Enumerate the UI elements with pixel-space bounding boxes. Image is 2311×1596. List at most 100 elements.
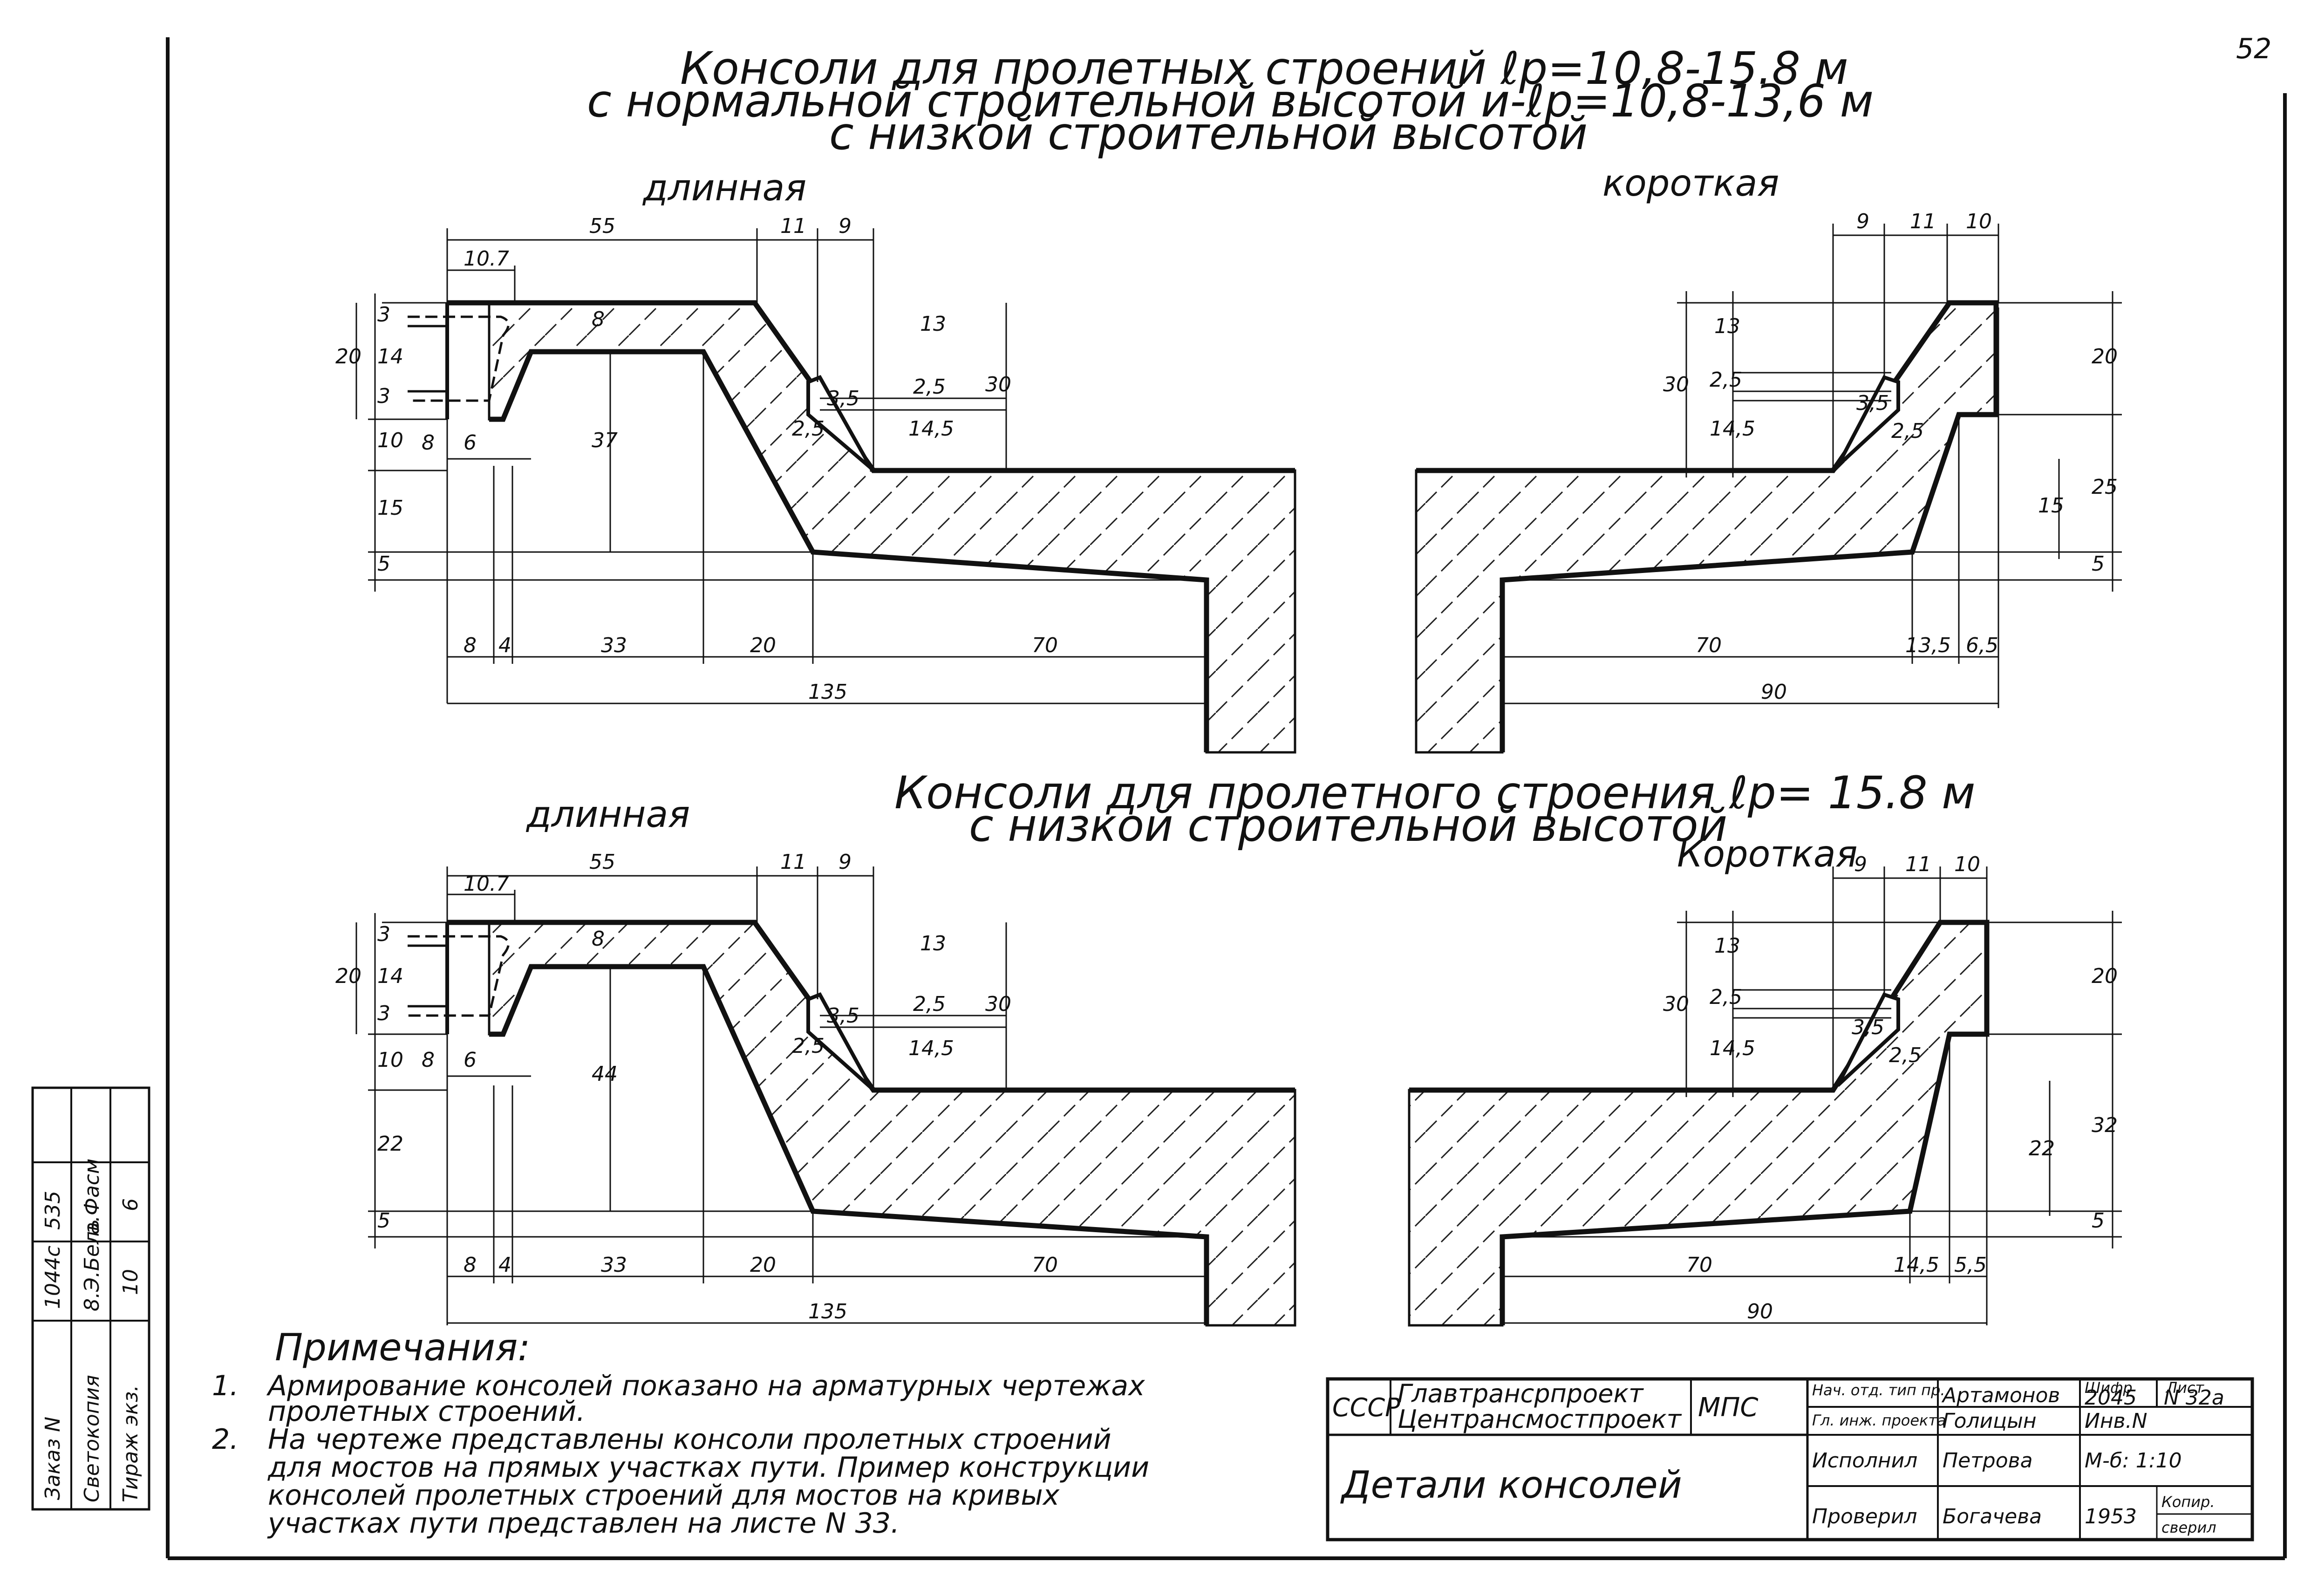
dimension-label: 30 bbox=[985, 373, 1011, 396]
dimension-label: 20 bbox=[750, 1253, 776, 1277]
sheet-frame bbox=[166, 37, 2287, 1560]
dimension-label: Лист bbox=[2166, 1379, 2204, 1397]
dimension-label: 8.Э.Бель bbox=[80, 1219, 104, 1311]
dimension-label: 10.7 bbox=[464, 872, 509, 896]
top-title-line-3: с низкой строительной высотой bbox=[829, 108, 1588, 160]
note-1-num: 1. bbox=[212, 1370, 239, 1402]
bottom-long-console bbox=[408, 920, 1296, 1327]
dimension-label: 3 bbox=[377, 922, 390, 946]
dimension-label: 5 bbox=[2092, 552, 2105, 576]
dimension-label: Тираж экз. bbox=[119, 1385, 143, 1502]
top-title-line-2: с нормальной строительной высотой и-ℓр=1… bbox=[587, 75, 1874, 127]
dimension-label: 15 bbox=[377, 496, 403, 520]
dimension-label: 3,5 bbox=[1852, 1016, 1884, 1039]
bottom-long-rebar bbox=[408, 935, 510, 1017]
dimension-label: 20 bbox=[2092, 345, 2118, 368]
dimension-label: Инв.N bbox=[2085, 1409, 2147, 1433]
note-1-line-2: пролетных строений. bbox=[268, 1395, 585, 1428]
dimension-label: 14 bbox=[377, 345, 403, 368]
bottom-title-line-1: Консоли для пролетного строения ℓр= 15.8… bbox=[894, 767, 1976, 819]
dimension-label: 14,5 bbox=[908, 1037, 954, 1060]
tb-org-1: Главтрансрпроект bbox=[1398, 1379, 1644, 1408]
dimension-label: 5 bbox=[2092, 1209, 2105, 1233]
notes-heading: Примечания: bbox=[275, 1326, 530, 1369]
dimension-label: 6,5 bbox=[1966, 634, 1998, 657]
dimension-label: Копир. bbox=[2161, 1493, 2215, 1511]
dimension-label: 8 bbox=[592, 927, 605, 951]
dimension-label: Проверил bbox=[1812, 1505, 1917, 1528]
dimension-label: 135 bbox=[808, 1300, 847, 1323]
dimension-label: 5 bbox=[377, 1209, 390, 1233]
bottom-title: Консоли для пролетного строения ℓр= 15.8… bbox=[894, 767, 1976, 852]
dimension-label: 10 bbox=[377, 429, 403, 452]
bottom-long-label: длинная bbox=[525, 794, 690, 836]
dimension-label: 13 bbox=[1714, 934, 1740, 958]
dimension-label: 33 bbox=[601, 634, 627, 657]
dimension-label: Гл. инж. проекта bbox=[1812, 1412, 1946, 1429]
dimension-label: 10.7 bbox=[464, 247, 509, 271]
top-short-dim-texts: 9 11 10 30 14,5 2,5 13 3,5 2,5 20 25 15 … bbox=[1663, 210, 2118, 704]
dimension-label: 3 bbox=[377, 1002, 390, 1025]
dimension-label: 25 bbox=[2092, 475, 2118, 499]
top-title: Консоли для пролетных строений ℓр=10,8-1… bbox=[587, 42, 1874, 160]
dimension-label: 9 bbox=[839, 214, 852, 238]
dimension-label: 32 bbox=[2092, 1113, 2118, 1137]
dimension-label: 11 bbox=[1905, 853, 1931, 876]
dimension-label: 11 bbox=[780, 214, 806, 238]
dimension-label: 20 bbox=[2092, 964, 2118, 988]
bottom-short-label: Короткая bbox=[1677, 833, 1858, 875]
dimension-label: Артамонов bbox=[1941, 1384, 2060, 1407]
dimension-label: 14,5 bbox=[1710, 417, 1755, 441]
dimension-label: 6 bbox=[464, 431, 477, 455]
tb-title: Детали консолей bbox=[1340, 1463, 1682, 1507]
dimension-label: N 32а bbox=[2164, 1386, 2224, 1410]
top-long-dimensions bbox=[355, 228, 1207, 704]
dimension-label: 22 bbox=[2029, 1137, 2055, 1160]
dimension-label: 70 bbox=[1032, 1253, 1058, 1277]
dimension-label: 5,5 bbox=[1954, 1253, 1987, 1277]
note-2-num: 2. bbox=[212, 1423, 239, 1456]
dimension-label: 8 bbox=[422, 431, 435, 455]
dimension-label: 1953 bbox=[2085, 1505, 2137, 1528]
top-long-notch bbox=[806, 375, 873, 470]
dimension-label: 2,5 bbox=[792, 1034, 825, 1058]
page-number: 52 bbox=[2236, 33, 2271, 65]
dimension-label: 14 bbox=[377, 964, 403, 988]
dimension-label: 5 bbox=[377, 552, 390, 576]
dimension-label: 2,5 bbox=[1710, 985, 1742, 1009]
dimension-label: 9 bbox=[839, 850, 852, 874]
dimension-label: 4 bbox=[498, 1253, 511, 1277]
dimension-label: 8 bbox=[422, 1048, 435, 1072]
dimension-label: 9 bbox=[1854, 853, 1867, 876]
dimension-label: Петрова bbox=[1943, 1449, 2033, 1473]
title-block: СССР Главтрансрпроект Центрансмостпроект… bbox=[1326, 1377, 2254, 1541]
dimension-label: 535 bbox=[41, 1191, 65, 1230]
bottom-long-dimensions bbox=[355, 866, 1207, 1325]
note-2-line-4: участках пути представлен на листе N 33. bbox=[267, 1507, 900, 1540]
dimension-label: 2,5 bbox=[1710, 368, 1742, 392]
notes: Примечания: 1. Армирование консолей пока… bbox=[212, 1326, 1149, 1540]
dimension-label: 90 bbox=[1761, 680, 1787, 704]
dimension-label: 3 bbox=[377, 303, 390, 327]
dimension-label: 3 bbox=[377, 384, 390, 408]
dimension-label: 14,5 bbox=[908, 417, 954, 441]
top-long-dim-texts: 55 11 9 10.7 20 3 14 3 10 15 5 8 6 8 37 … bbox=[335, 214, 1058, 704]
dimension-label: 13 bbox=[920, 932, 946, 955]
dimension-label: 8 bbox=[464, 634, 477, 657]
dimension-label: 2045 bbox=[2085, 1386, 2137, 1410]
dimension-label: Голицын bbox=[1943, 1409, 2037, 1433]
dimension-label: 30 bbox=[1663, 992, 1689, 1016]
bottom-long-notch bbox=[806, 992, 873, 1089]
dimension-label: 55 bbox=[589, 214, 615, 238]
bottom-long-dim-texts: 55 11 9 10.7 20 3 14 3 10 22 5 8 6 8 44 … bbox=[335, 850, 1058, 1323]
dimension-label: Исполнил bbox=[1812, 1449, 1917, 1473]
dimension-label: М-б: 1:10 bbox=[2085, 1449, 2182, 1473]
dimension-label: 2,5 bbox=[913, 992, 946, 1016]
bottom-short-dimensions bbox=[1501, 866, 2122, 1325]
dimension-label: 8 bbox=[464, 1253, 477, 1277]
dimension-label: 20 bbox=[335, 345, 361, 368]
dimension-label: 3,5 bbox=[827, 1004, 859, 1028]
dimension-label: Шифр bbox=[2085, 1379, 2133, 1397]
top-long-console bbox=[408, 300, 1296, 754]
dimension-label: 2,5 bbox=[1891, 419, 1924, 443]
